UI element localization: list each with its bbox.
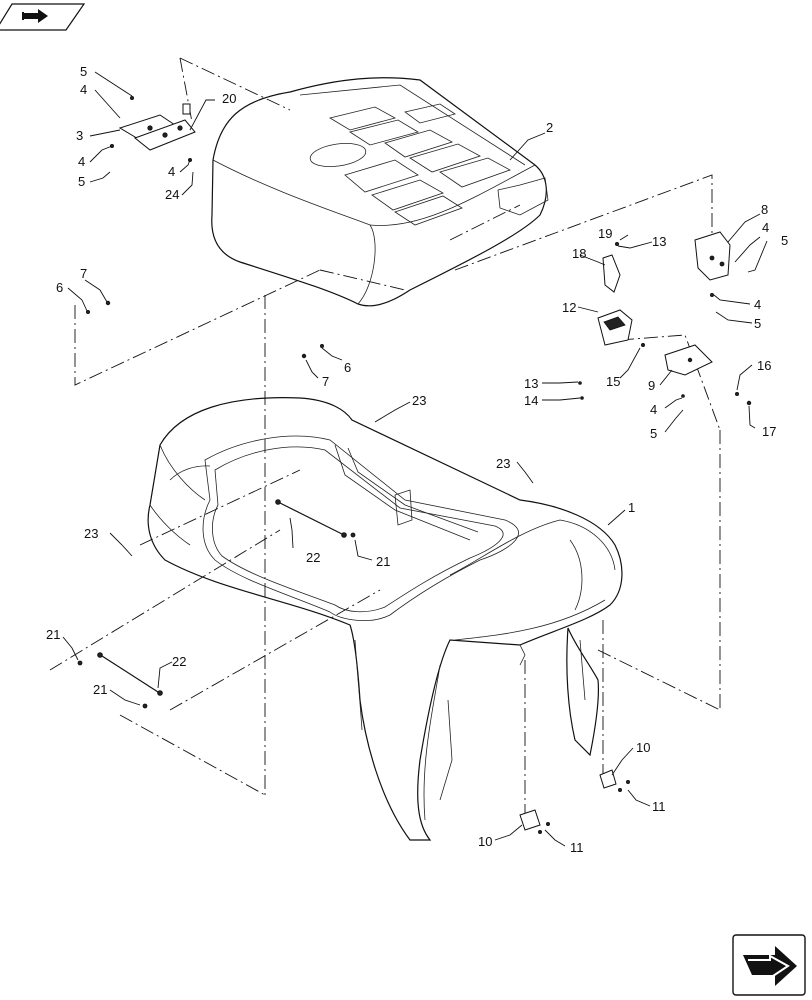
callout-10: 10 xyxy=(636,740,650,755)
callout-labels: 1 2 3 4 4 4 4 4 4 5 5 5 5 5 6 6 7 7 8 9 … xyxy=(46,64,788,855)
callout-4: 4 xyxy=(762,220,769,235)
callout-4: 4 xyxy=(78,154,85,169)
next-page-arrow-icon[interactable] xyxy=(732,934,806,996)
callout-11: 11 xyxy=(570,840,584,855)
callout-20: 20 xyxy=(222,91,236,106)
callout-23: 23 xyxy=(496,456,510,471)
rear-bracket-cluster xyxy=(578,231,752,406)
callout-8: 8 xyxy=(761,202,768,217)
lower-enclosure-body xyxy=(147,397,623,841)
callout-5: 5 xyxy=(781,233,788,248)
callout-13: 13 xyxy=(524,376,538,391)
callout-9: 9 xyxy=(648,378,655,393)
callout-3: 3 xyxy=(76,128,83,143)
callout-19: 19 xyxy=(598,226,612,241)
callout-13: 13 xyxy=(652,234,666,249)
previous-page-arrow-icon[interactable] xyxy=(0,3,86,31)
callout-18: 18 xyxy=(572,246,586,261)
callout-2: 2 xyxy=(546,120,553,135)
callout-22: 22 xyxy=(172,654,186,669)
hinge-assembly xyxy=(110,96,196,162)
callout-7: 7 xyxy=(80,266,87,281)
callout-5: 5 xyxy=(754,316,761,331)
roof-vent-grid xyxy=(309,103,511,226)
callout-21: 21 xyxy=(376,554,390,569)
roof-panel xyxy=(211,77,549,307)
callout-24: 24 xyxy=(165,187,179,202)
callout-4: 4 xyxy=(650,402,657,417)
callout-4: 4 xyxy=(168,164,175,179)
callout-11: 11 xyxy=(652,799,666,814)
callout-1: 1 xyxy=(628,500,635,515)
callout-22: 22 xyxy=(306,550,320,565)
callout-16: 16 xyxy=(757,358,771,373)
bottom-fittings xyxy=(519,769,631,835)
callout-4: 4 xyxy=(754,297,761,312)
leader-lines xyxy=(62,71,768,847)
callout-10: 10 xyxy=(478,834,492,849)
callout-21: 21 xyxy=(93,682,107,697)
callout-14: 14 xyxy=(524,393,538,408)
callout-4: 4 xyxy=(80,82,87,97)
callout-6: 6 xyxy=(56,280,63,295)
callout-5: 5 xyxy=(80,64,87,79)
assembly-lines xyxy=(49,57,721,820)
callout-7: 7 xyxy=(322,374,329,389)
callout-23: 23 xyxy=(84,526,98,541)
callout-15: 15 xyxy=(606,374,620,389)
callout-6: 6 xyxy=(344,360,351,375)
callout-5: 5 xyxy=(650,426,657,441)
gas-struts xyxy=(77,300,356,709)
callout-5: 5 xyxy=(78,174,85,189)
callout-21: 21 xyxy=(46,627,60,642)
callout-23: 23 xyxy=(412,393,426,408)
callout-17: 17 xyxy=(762,424,776,439)
callout-12: 12 xyxy=(562,300,576,315)
